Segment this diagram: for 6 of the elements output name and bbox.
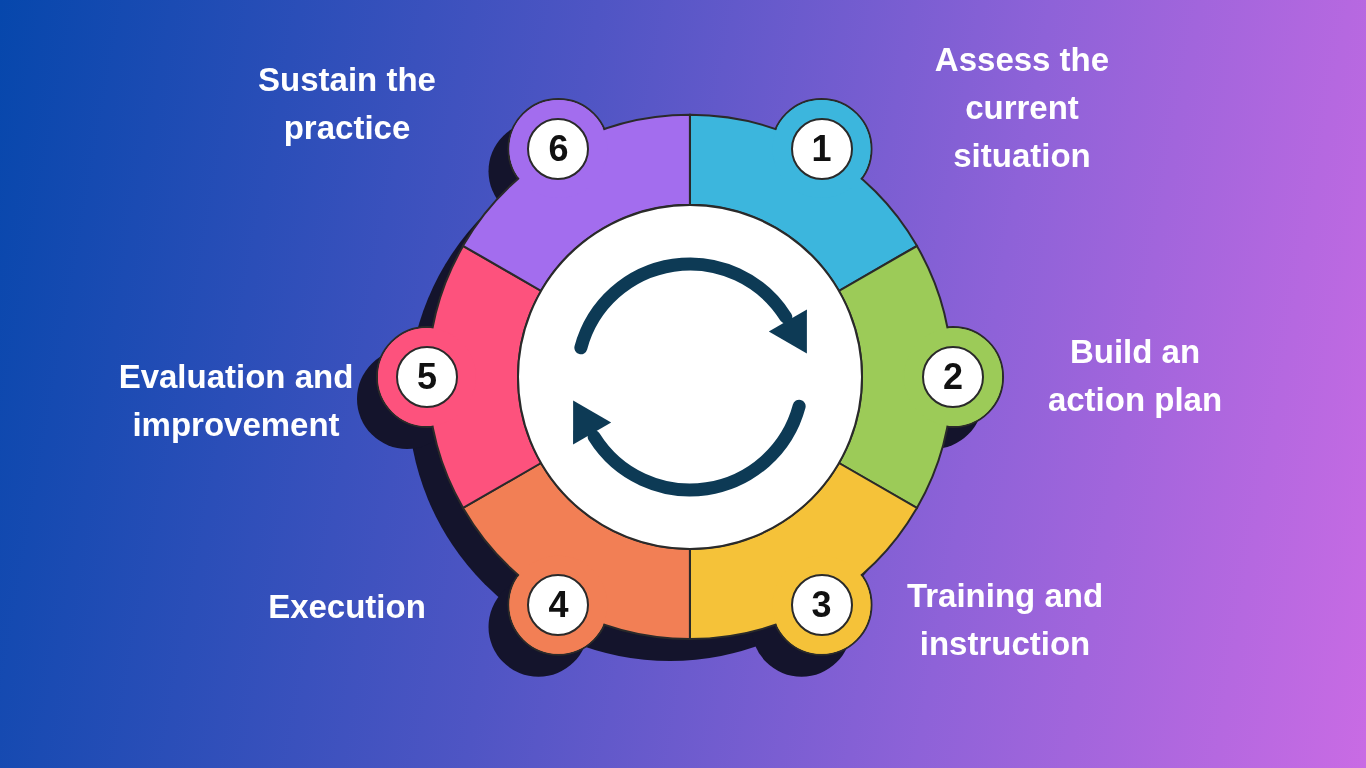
step-label: Execution (267, 587, 427, 627)
step-label: Training and instruction (905, 576, 1105, 664)
step-label: Sustain the practice (257, 60, 437, 148)
step-label: Assess the current situation (933, 40, 1111, 176)
step-label: Evaluation and improvement (117, 357, 355, 445)
step-label: Build an action plan (1046, 332, 1224, 420)
